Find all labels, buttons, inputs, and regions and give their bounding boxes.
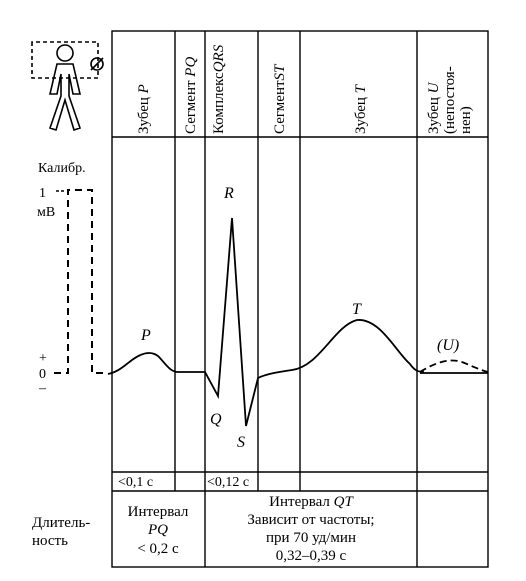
row-label-2: ность [32,533,68,549]
bottom-row: Длитель- ность Интервал PQ < 0,2 с Интер… [32,494,375,564]
header-line: Комплекс [211,72,227,134]
header-t-wave: Зубец T [353,83,369,134]
header-qrs-complex: КомплексQRS [211,44,227,134]
header-p-wave: Зубец P [136,84,152,134]
qt-title-name: QT [334,494,355,510]
header-st-segment: СегментST [272,63,288,134]
header-italic-part: T [353,83,369,93]
header-italic-part: ST [272,63,288,81]
qt-line-4: 0,32–0,39 с [276,548,347,564]
header-line: Зубец [426,93,442,134]
calibration-minus: – [38,381,47,396]
label-t: T [352,301,362,318]
header-italic-part: PQ [183,57,199,78]
header-line: (непостоя- [442,66,458,134]
body-electrode-icon [31,41,104,132]
header-italic-part: P [136,84,152,94]
pq-interval-name: PQ [147,522,168,538]
header-u-wave: Зубец U(непостоя-нен) [426,66,474,134]
table-grid [111,30,489,568]
calibration-pulse [54,189,108,374]
ecg-trace [107,217,489,427]
header-line: нен) [458,106,474,134]
qt-line-2: Зависит от частоты; [247,512,374,528]
label-r: R [223,185,234,202]
header-pq-segment: Сегмент PQ [183,57,199,134]
calibration-zero: 0 [39,367,46,382]
calibration-plus: + [39,351,47,366]
label-p: P [140,327,151,344]
duration-row: <0,1 с <0,12 с [118,475,249,490]
calibration-unit: мВ [37,205,55,220]
calibration-label: Калибр. [38,161,86,176]
duration-p: <0,1 с [118,475,153,490]
pq-interval-title: Интервал [128,504,189,520]
calibration-one: 1 [39,186,46,201]
header-italic-part: U [426,81,442,93]
header-italic-part: QRS [211,44,227,72]
u-wave [419,359,489,373]
qt-title-text: Интервал [269,494,333,510]
label-q: Q [210,411,222,428]
column-headers: Зубец P Сегмент PQ КомплексQRS СегментST… [136,44,474,134]
row-label-1: Длитель- [32,515,90,531]
label-s: S [237,434,245,451]
calibration: Калибр. 1 мВ + 0 – [37,161,108,396]
duration-qrs: <0,12 с [207,475,249,490]
header-line: Сегмент [183,77,199,134]
qt-line-3: при 70 уд/мин [266,530,356,546]
label-u: (U) [437,337,459,354]
header-line: Сегмент [272,80,288,134]
qt-interval-title: Интервал QT [269,494,354,510]
header-line: Зубец [136,93,152,134]
header-line: Зубец [353,93,369,134]
wave-labels: P Q R S T (U) [140,185,459,451]
pq-interval-value: < 0,2 с [137,541,179,557]
